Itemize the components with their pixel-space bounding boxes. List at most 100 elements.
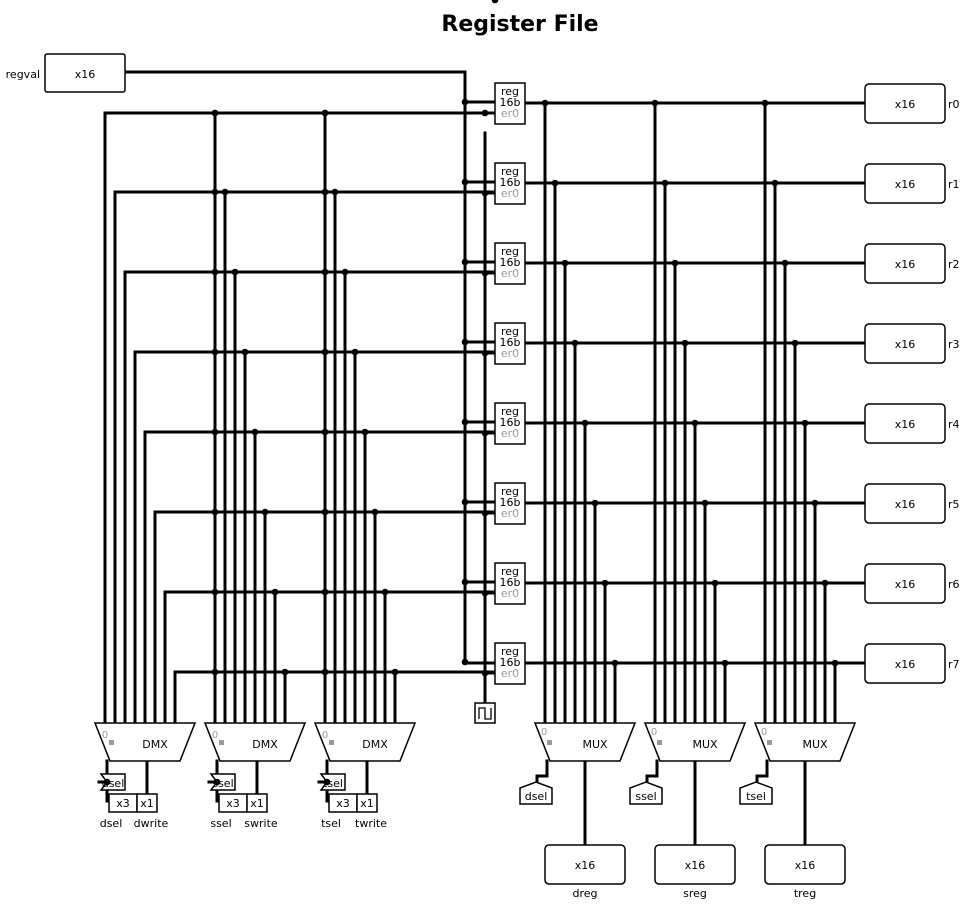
junction-dot [323, 778, 331, 786]
wire [173, 670, 497, 725]
junction-dot [781, 259, 789, 267]
junction-dot [231, 268, 239, 276]
register-r6 [494, 562, 526, 605]
junction-dot [541, 99, 549, 107]
mux-zero-label: 0 [541, 727, 547, 738]
select-width-label: x3 [336, 797, 350, 810]
output-width-label: x16 [795, 859, 816, 872]
register-reset-label: er0 [501, 507, 519, 520]
register-width-label: 16b [500, 656, 521, 669]
output-name-r4: r4 [948, 418, 960, 431]
junction-dot [811, 499, 819, 507]
register-type-label: reg [501, 405, 519, 418]
demux-zero-label: 0 [322, 730, 328, 741]
demux-select-marker [329, 740, 334, 745]
regval-input-pin [44, 53, 126, 93]
junction-dot [581, 419, 589, 427]
output-width-label: x16 [685, 859, 706, 872]
junction-dot [211, 188, 219, 196]
output-name-r1: r1 [948, 178, 960, 191]
junction-dot [761, 99, 769, 107]
output-name-r3: r3 [948, 338, 960, 351]
register-type-label: reg [501, 645, 519, 658]
junction-dot [321, 668, 329, 676]
output-name-sreg: sreg [683, 887, 707, 900]
junction-dot [481, 349, 489, 357]
mux-zero-label: 0 [761, 727, 767, 738]
demux-select-marker [109, 740, 114, 745]
junction-dot [491, 0, 499, 4]
register-reset-label: er0 [501, 427, 519, 440]
output-name-dreg: dreg [572, 887, 597, 900]
junction-dot [461, 338, 469, 346]
junction-dot [221, 188, 229, 196]
junction-dot [211, 428, 219, 436]
register-type-label: reg [501, 485, 519, 498]
junction-dot [601, 579, 609, 587]
mux-label: MUX [802, 738, 828, 751]
junction-dot [561, 259, 569, 267]
junction-dot [211, 508, 219, 516]
enable-name-swrite: swrite [244, 817, 278, 830]
junction-dot [321, 109, 329, 117]
select-name-ssel: ssel [210, 817, 231, 830]
output-name-r6: r6 [948, 578, 960, 591]
junction-dot [481, 109, 489, 117]
register-reset-label: er0 [501, 267, 519, 280]
demux-tsel [313, 722, 417, 762]
junction-dot [701, 499, 709, 507]
wire [645, 759, 659, 787]
regval-label: regval [6, 68, 40, 81]
output-pin-dreg [544, 844, 626, 885]
diagram-title: Register File [441, 12, 598, 37]
register-width-label: 16b [500, 576, 521, 589]
register-reset-label: er0 [501, 667, 519, 680]
enable-width-label: x1 [140, 797, 154, 810]
junction-dot [611, 659, 619, 667]
demux-ssel [203, 722, 307, 762]
junction-dot [211, 348, 219, 356]
junction-dot [381, 588, 389, 596]
tunnel-ssel [209, 773, 236, 791]
junction-dot [721, 659, 729, 667]
output-pin-r0 [864, 83, 946, 124]
junction-dot [481, 189, 489, 197]
demux-zero-label: 0 [212, 730, 218, 741]
demux-label: DMX [142, 738, 168, 751]
output-width-label: x16 [895, 578, 916, 591]
register-type-label: reg [501, 245, 519, 258]
select-width-label: x3 [116, 797, 130, 810]
tunnel-dsel [519, 781, 553, 805]
junction-dot [481, 589, 489, 597]
enable-name-dwrite: dwrite [134, 817, 169, 830]
output-width-label: x16 [895, 178, 916, 191]
output-width-label: x16 [895, 338, 916, 351]
output-pin-r1 [864, 163, 946, 204]
wire [113, 190, 497, 725]
output-pin-r3 [864, 323, 946, 364]
junction-dot [651, 99, 659, 107]
junction-dot [213, 778, 221, 786]
junction-dot [681, 339, 689, 347]
junction-dot [211, 588, 219, 596]
junction-dot [461, 418, 469, 426]
junction-dot [351, 348, 359, 356]
output-name-r0: r0 [948, 98, 960, 111]
tunnel-dsel [99, 773, 126, 791]
register-width-label: 16b [500, 96, 521, 109]
register-reset-label: er0 [501, 107, 519, 120]
output-width-label: x16 [895, 258, 916, 271]
mux-label: MUX [582, 738, 608, 751]
junction-dot [591, 499, 599, 507]
mux-select-marker [547, 740, 552, 745]
demux-select-marker [219, 740, 224, 745]
select-name-tsel: tsel [321, 817, 341, 830]
junction-dot [461, 178, 469, 186]
junction-dot [261, 508, 269, 516]
junction-dot [481, 509, 489, 517]
output-pin-r6 [864, 563, 946, 604]
junction-dot [341, 268, 349, 276]
junction-dot [331, 188, 339, 196]
wire [535, 759, 549, 787]
junction-dot [391, 668, 399, 676]
